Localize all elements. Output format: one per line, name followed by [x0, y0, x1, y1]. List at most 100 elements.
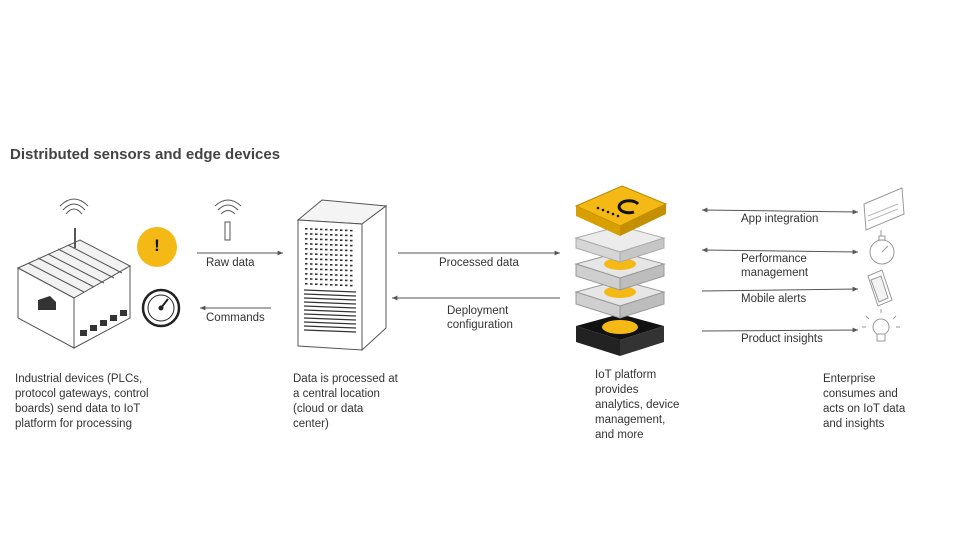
- server-vent-dot: [335, 254, 338, 256]
- server-vent-dot: [320, 268, 323, 271]
- server-vent-dot: [310, 243, 313, 245]
- server-vent-dot: [320, 263, 323, 266]
- server-vent-dot: [320, 258, 323, 261]
- mobile-alerts-arrow: [701, 286, 859, 292]
- server-vent-dot: [330, 244, 333, 246]
- server-vent-dot: [330, 274, 333, 276]
- server-vent-dot: [330, 249, 333, 251]
- server-vent-dot: [320, 253, 323, 256]
- server-vent-dot: [325, 253, 328, 256]
- server-vent-dot: [340, 244, 343, 246]
- server-vent-dot: [305, 228, 308, 230]
- server-vent-dot: [330, 269, 333, 271]
- platform-description: IoT platform provides analytics, device …: [595, 369, 680, 441]
- server-vent-dot: [315, 263, 318, 265]
- server-vent-dot: [335, 244, 338, 246]
- alert-icon: [137, 227, 177, 267]
- stopwatch-icon: [869, 235, 895, 265]
- server-vent-dot: [350, 269, 353, 272]
- server-vent-dot: [305, 238, 308, 240]
- server-vent-dot: [320, 228, 323, 231]
- server-vent-dot: [350, 239, 353, 242]
- server-vent-dot: [310, 268, 313, 270]
- server-vent-dot: [325, 278, 328, 281]
- server-vent-dot: [330, 239, 333, 241]
- server-vent-dot: [350, 249, 353, 252]
- server-vent-dot: [320, 273, 323, 276]
- server-vent-dot: [305, 248, 308, 250]
- server-vent-dot: [350, 229, 353, 232]
- server-vent-dot: [310, 248, 313, 250]
- server-vent-dot: [325, 263, 328, 266]
- server-vent-dot: [330, 229, 333, 231]
- server-vent-dot: [315, 238, 318, 240]
- server-vent-dot: [335, 264, 338, 266]
- server-vent-dot: [320, 243, 323, 246]
- server-vent-dot: [310, 273, 313, 275]
- server-vent-dot: [310, 228, 313, 230]
- server-vent-dot: [345, 244, 348, 247]
- server-vent-dot: [305, 243, 308, 245]
- server-vent-dot: [345, 274, 348, 277]
- server-vent-dot: [345, 239, 348, 242]
- server-vent-dot: [315, 258, 318, 260]
- server-vent-dot: [325, 283, 328, 286]
- lightbulb-icon: [862, 309, 900, 342]
- mobile-phone-icon: [867, 269, 893, 307]
- server-vent-dot: [330, 284, 333, 286]
- server-vent-dot: [340, 264, 343, 266]
- server-vent-dot: [310, 258, 313, 260]
- server-vent-dot: [335, 269, 338, 271]
- raw-data-label: Raw data: [206, 257, 255, 269]
- app-integration-arrow: [701, 207, 859, 215]
- server-vent-dot: [335, 229, 338, 231]
- server-vent-dot: [330, 234, 333, 236]
- gauge-icon: [141, 288, 181, 328]
- server-vent-dot: [340, 284, 343, 286]
- server-vent-dot: [325, 273, 328, 276]
- server-vent-dot: [345, 229, 348, 232]
- server-vent-dot: [315, 248, 318, 250]
- enterprise-description: Enterprise consumes and acts on IoT data…: [823, 373, 906, 430]
- server-vent-dot: [345, 279, 348, 282]
- server-vent-dot: [320, 248, 323, 251]
- server-vent-dot: [330, 259, 333, 261]
- server-vent-dot: [315, 228, 318, 230]
- server-vent-dot: [340, 269, 343, 271]
- server-vent-dot: [340, 234, 343, 236]
- server-vent-dot: [350, 264, 353, 267]
- server-vent-dot: [320, 233, 323, 236]
- server-vent-dot: [335, 239, 338, 241]
- server-vent-dot: [340, 274, 343, 276]
- server-vent-dot: [305, 273, 308, 275]
- server-vent-dot: [310, 233, 313, 235]
- server-vent-dot: [345, 284, 348, 287]
- server-vent-dot: [350, 234, 353, 237]
- app-integration-label: App integration: [741, 213, 819, 225]
- server-vent-dot: [315, 253, 318, 255]
- alert-symbol: !: [154, 236, 160, 255]
- server-vent-dot: [320, 238, 323, 241]
- devices-description: Industrial devices (PLCs, protocol gatew…: [15, 373, 149, 430]
- mobile-alerts-label: Mobile alerts: [741, 293, 807, 305]
- server-vent-dot: [340, 239, 343, 241]
- server-vent-dot: [310, 238, 313, 240]
- deployment-label-line1: Deployment: [447, 305, 509, 317]
- server-vent-dot: [335, 234, 338, 236]
- server-vent-dot: [305, 233, 308, 235]
- server-vent-dot: [345, 234, 348, 237]
- server-vent-dot: [310, 283, 313, 285]
- server-vent-dot: [350, 254, 353, 257]
- processed-data-label: Processed data: [439, 257, 519, 269]
- server-vent-dot: [305, 268, 308, 270]
- server-vent-dot: [310, 263, 313, 265]
- server-vent-dot: [345, 249, 348, 252]
- antenna-icon: [214, 199, 242, 241]
- server-vent-dot: [315, 233, 318, 235]
- server-vent-dot: [335, 274, 338, 276]
- product-insights-arrow: [701, 327, 859, 333]
- server-vent-dot: [335, 259, 338, 261]
- server-vent-dot: [305, 253, 308, 255]
- server-vent-dot: [325, 268, 328, 271]
